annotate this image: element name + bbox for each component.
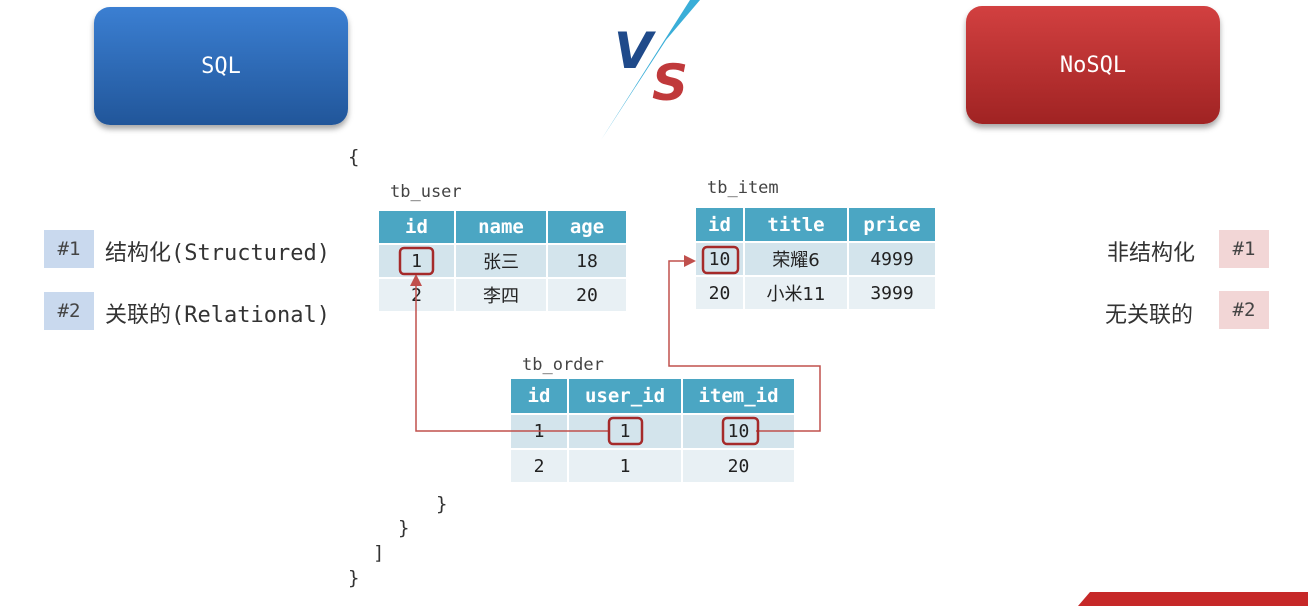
code-cut-line: · ·· · [376,172,481,176]
nosql-feature-text-2: 无关联的 [1105,303,1194,328]
table-tb-user: id name age 1 张三 18 2 李四 20 [377,209,628,313]
table-cell: 小米11 [743,275,849,311]
column-header: title [743,206,849,243]
code-close-outer: } [348,567,360,589]
table-row: 10 荣耀6 4999 [694,241,937,277]
table-cell: 1 [567,413,683,450]
nosql-feature-badge-1: #1 [1219,230,1269,268]
column-header: age [546,209,628,245]
table-cell: 1 [567,448,683,484]
nosql-label: NoSQL [1059,52,1127,78]
table-cell: 3999 [847,275,937,311]
sql-feature-badge-2: #2 [44,292,94,330]
table-cell: 18 [546,243,628,279]
table-cell: 荣耀6 [743,241,849,277]
nosql-button[interactable]: NoSQL [966,6,1220,124]
nosql-feature-text-1: 非结构化 [1107,241,1196,266]
table-cell: 1 [509,413,569,450]
table-row: 1 张三 18 [377,243,628,279]
table-cell: 李四 [454,277,548,313]
column-header: price [847,206,937,243]
table-cell: 20 [694,275,745,311]
vs-logo: V S [601,0,700,140]
table-cell: 20 [681,448,796,484]
table-name-tb-user: tb_user [390,182,462,202]
sql-feature-text-1: 结构化(Structured) [105,241,330,266]
table-row: 1 1 10 [509,413,796,450]
column-header: user_id [567,377,683,415]
table-cell: 2 [509,448,569,484]
table-tb-item: id title price 10 荣耀6 4999 20 小米11 3999 [694,206,937,311]
code-close-mid: } [398,517,410,539]
table-cell: 4999 [847,241,937,277]
column-header: item_id [681,377,796,415]
table-name-tb-item: tb_item [707,178,779,198]
table-cell: 1 [377,243,456,279]
table-row: 20 小米11 3999 [694,275,937,311]
table-row: 2 1 20 [509,448,796,484]
column-header: id [377,209,456,245]
table-cell: 10 [681,413,796,450]
table-name-tb-order: tb_order [522,355,604,375]
code-close-bracket: ] [373,542,385,564]
vs-v-letter: V [614,22,656,80]
sql-feature-text-2: 关联的(Relational) [105,303,330,328]
table-cell: 10 [694,241,745,277]
sql-feature-badge-1: #1 [44,230,94,268]
column-header: name [454,209,548,245]
table-tb-order: id user_id item_id 1 1 10 2 1 20 [509,377,796,484]
corner-banner [1078,592,1308,606]
vs-s-letter: S [652,54,688,112]
table-row: 2 李四 20 [377,277,628,313]
column-header: id [694,206,745,243]
sql-button[interactable]: SQL [94,7,348,125]
column-header: id [509,377,569,415]
table-cell: 张三 [454,243,548,279]
code-open-brace: { [348,146,360,168]
sql-label: SQL [201,53,241,79]
nosql-feature-badge-2: #2 [1219,291,1269,329]
table-cell: 2 [377,277,456,313]
code-close-inner: } [436,493,448,515]
table-cell: 20 [546,277,628,313]
